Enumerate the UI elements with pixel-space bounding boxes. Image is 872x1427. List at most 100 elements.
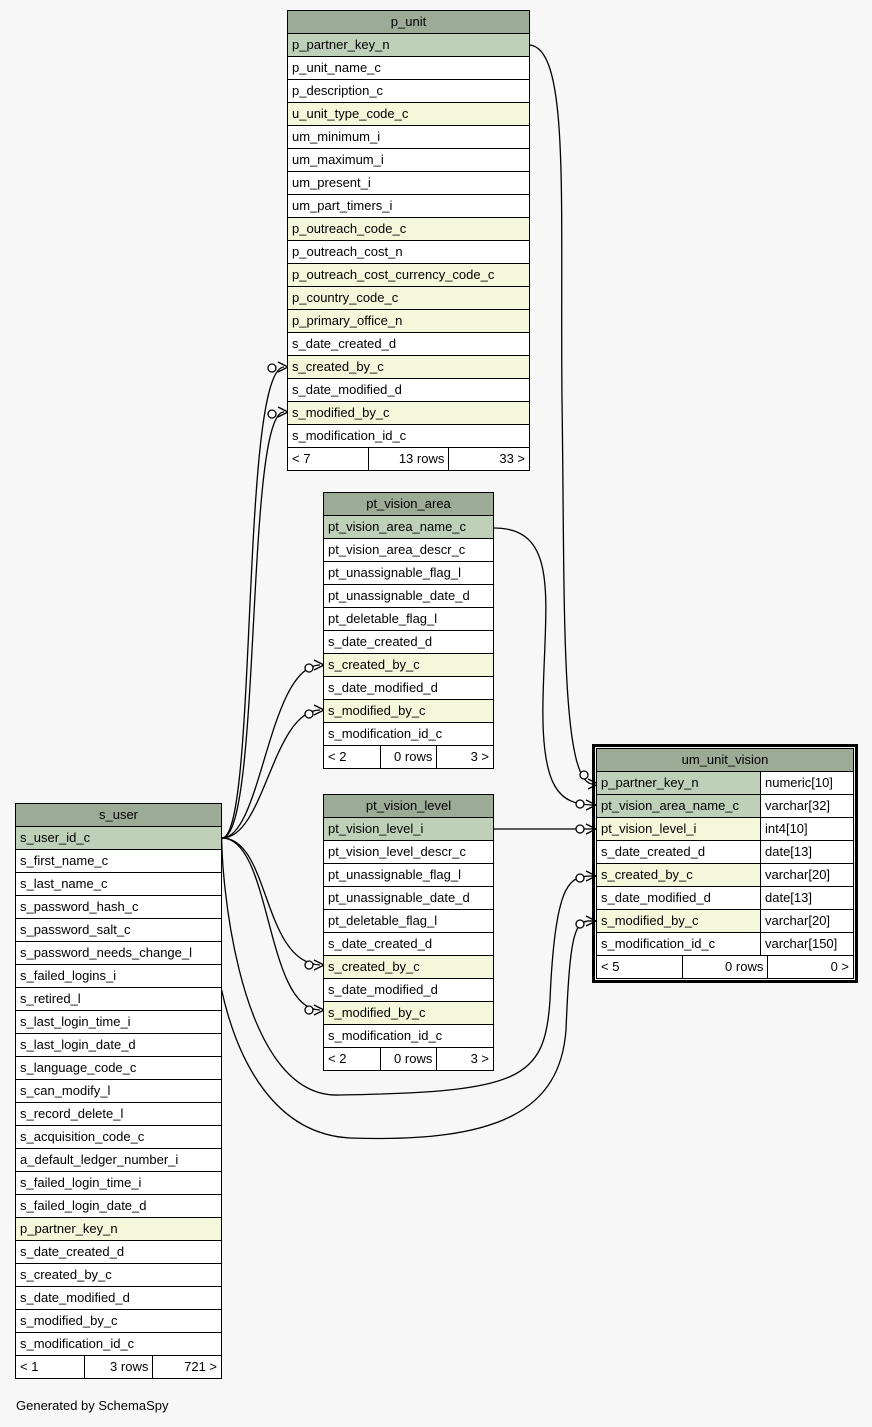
footer-parents-count[interactable]: < 7	[292, 451, 311, 466]
column-row[interactable]: pt_unassignable_date_d	[324, 585, 493, 608]
column-row[interactable]: s_record_delete_l	[16, 1103, 221, 1126]
column-name: um_part_timers_i	[292, 198, 393, 213]
column-row[interactable]: s_modification_id_c	[16, 1333, 221, 1356]
column-row[interactable]: s_created_by_c	[288, 356, 529, 379]
column-row[interactable]: s_failed_login_date_d	[16, 1195, 221, 1218]
column-row[interactable]: pt_vision_level_i	[324, 818, 493, 841]
column-name: s_date_created_d	[292, 336, 397, 351]
column-row[interactable]: s_date_created_d	[16, 1241, 221, 1264]
column-name: s_date_created_d	[328, 634, 433, 649]
footer-parents-count[interactable]: < 1	[20, 1359, 39, 1374]
column-row[interactable]: s_failed_logins_i	[16, 965, 221, 988]
footer-children-count[interactable]: 33 >	[448, 448, 529, 470]
column-row[interactable]: u_unit_type_code_c	[288, 103, 529, 126]
table-title[interactable]: p_unit	[288, 11, 529, 34]
column-row[interactable]: s_password_hash_c	[16, 896, 221, 919]
column-row[interactable]: um_maximum_i	[288, 149, 529, 172]
column-row[interactable]: s_modified_by_c	[324, 700, 493, 723]
column-row[interactable]: s_date_modified_d	[288, 379, 529, 402]
table-title[interactable]: pt_vision_level	[324, 795, 493, 818]
column-row[interactable]: s_last_name_c	[16, 873, 221, 896]
column-row[interactable]: s_first_name_c	[16, 850, 221, 873]
column-row[interactable]: p_primary_office_n	[288, 310, 529, 333]
footer-parents-count[interactable]: < 5	[601, 959, 620, 974]
column-row[interactable]: s_created_by_c	[16, 1264, 221, 1287]
column-row[interactable]: p_partner_key_n	[16, 1218, 221, 1241]
column-row[interactable]: s_modification_id_c	[288, 425, 529, 448]
column-row[interactable]: pt_deletable_flag_l	[324, 910, 493, 933]
column-row[interactable]: s_user_id_c	[16, 827, 221, 850]
column-row[interactable]: p_description_c	[288, 80, 529, 103]
table-title[interactable]: s_user	[16, 804, 221, 827]
footer-children-count[interactable]: 3 >	[436, 1048, 493, 1070]
footer-parents-count[interactable]: < 2	[328, 1051, 347, 1066]
footer-parents-count[interactable]: < 2	[328, 749, 347, 764]
column-row[interactable]: s_language_code_c	[16, 1057, 221, 1080]
column-row[interactable]: s_date_created_d	[324, 933, 493, 956]
table-title[interactable]: pt_vision_area	[324, 493, 493, 516]
column-row[interactable]: s_date_created_d	[324, 631, 493, 654]
column-row[interactable]: s_modification_id_c	[324, 723, 493, 746]
column-row[interactable]: s_date_modified_d	[324, 979, 493, 1002]
column-row[interactable]: pt_unassignable_flag_l	[324, 562, 493, 585]
column-row[interactable]: pt_vision_area_descr_c	[324, 539, 493, 562]
column-row[interactable]: s_acquisition_code_c	[16, 1126, 221, 1149]
column-row[interactable]: pt_vision_area_name_c	[324, 516, 493, 539]
footer-children-count[interactable]: 3 >	[436, 746, 493, 768]
column-row[interactable]: pt_deletable_flag_l	[324, 608, 493, 631]
footer-children-count[interactable]: 721 >	[152, 1356, 221, 1378]
footer-children-count[interactable]: 0 >	[767, 956, 853, 978]
column-row[interactable]: s_created_by_c	[324, 956, 493, 979]
column-row[interactable]: s_failed_login_time_i	[16, 1172, 221, 1195]
column-name: s_date_modified_d	[601, 890, 711, 905]
column-row[interactable]: pt_vision_level_descr_c	[324, 841, 493, 864]
column-name: s_created_by_c	[324, 654, 493, 676]
column-row[interactable]: p_outreach_cost_currency_code_c	[288, 264, 529, 287]
column-row[interactable]: s_last_login_date_d	[16, 1034, 221, 1057]
column-row[interactable]: s_modified_by_c	[324, 1002, 493, 1025]
link-end-circle	[575, 824, 585, 834]
column-row[interactable]: s_date_modified_d	[324, 677, 493, 700]
column-row[interactable]: s_modified_by_c	[16, 1310, 221, 1333]
column-name: s_password_needs_change_l	[20, 945, 193, 960]
column-row[interactable]: pt_unassignable_date_d	[324, 887, 493, 910]
column-row[interactable]: um_minimum_i	[288, 126, 529, 149]
column-row[interactable]: s_modification_id_c	[324, 1025, 493, 1048]
column-name: p_country_code_c	[288, 287, 529, 309]
column-name: um_present_i	[292, 175, 371, 190]
column-row[interactable]: s_created_by_c	[324, 654, 493, 677]
column-name: pt_vision_level_i	[597, 818, 760, 840]
column-row[interactable]: s_retired_l	[16, 988, 221, 1011]
column-name: s_modified_by_c	[288, 402, 529, 424]
column-row[interactable]: s_can_modify_l	[16, 1080, 221, 1103]
column-row[interactable]: p_country_code_c	[288, 287, 529, 310]
column-row[interactable]: um_part_timers_i	[288, 195, 529, 218]
column-row[interactable]: s_date_modified_d	[16, 1287, 221, 1310]
column-row[interactable]: um_present_i	[288, 172, 529, 195]
column-row[interactable]: p_outreach_cost_n	[288, 241, 529, 264]
column-row[interactable]: pt_unassignable_flag_l	[324, 864, 493, 887]
column-row[interactable]: s_password_salt_c	[16, 919, 221, 942]
column-row[interactable]: a_default_ledger_number_i	[16, 1149, 221, 1172]
column-row[interactable]: s_date_created_d	[288, 333, 529, 356]
column-row[interactable]: s_last_login_time_i	[16, 1011, 221, 1034]
column-row[interactable]: s_password_needs_change_l	[16, 942, 221, 965]
column-row[interactable]: s_modified_by_c	[288, 402, 529, 425]
column-row[interactable]: p_partner_key_n	[288, 34, 529, 57]
table-title[interactable]: um_unit_vision	[597, 749, 853, 772]
column-row[interactable]: p_outreach_code_c	[288, 218, 529, 241]
column-row[interactable]: p_unit_name_c	[288, 57, 529, 80]
